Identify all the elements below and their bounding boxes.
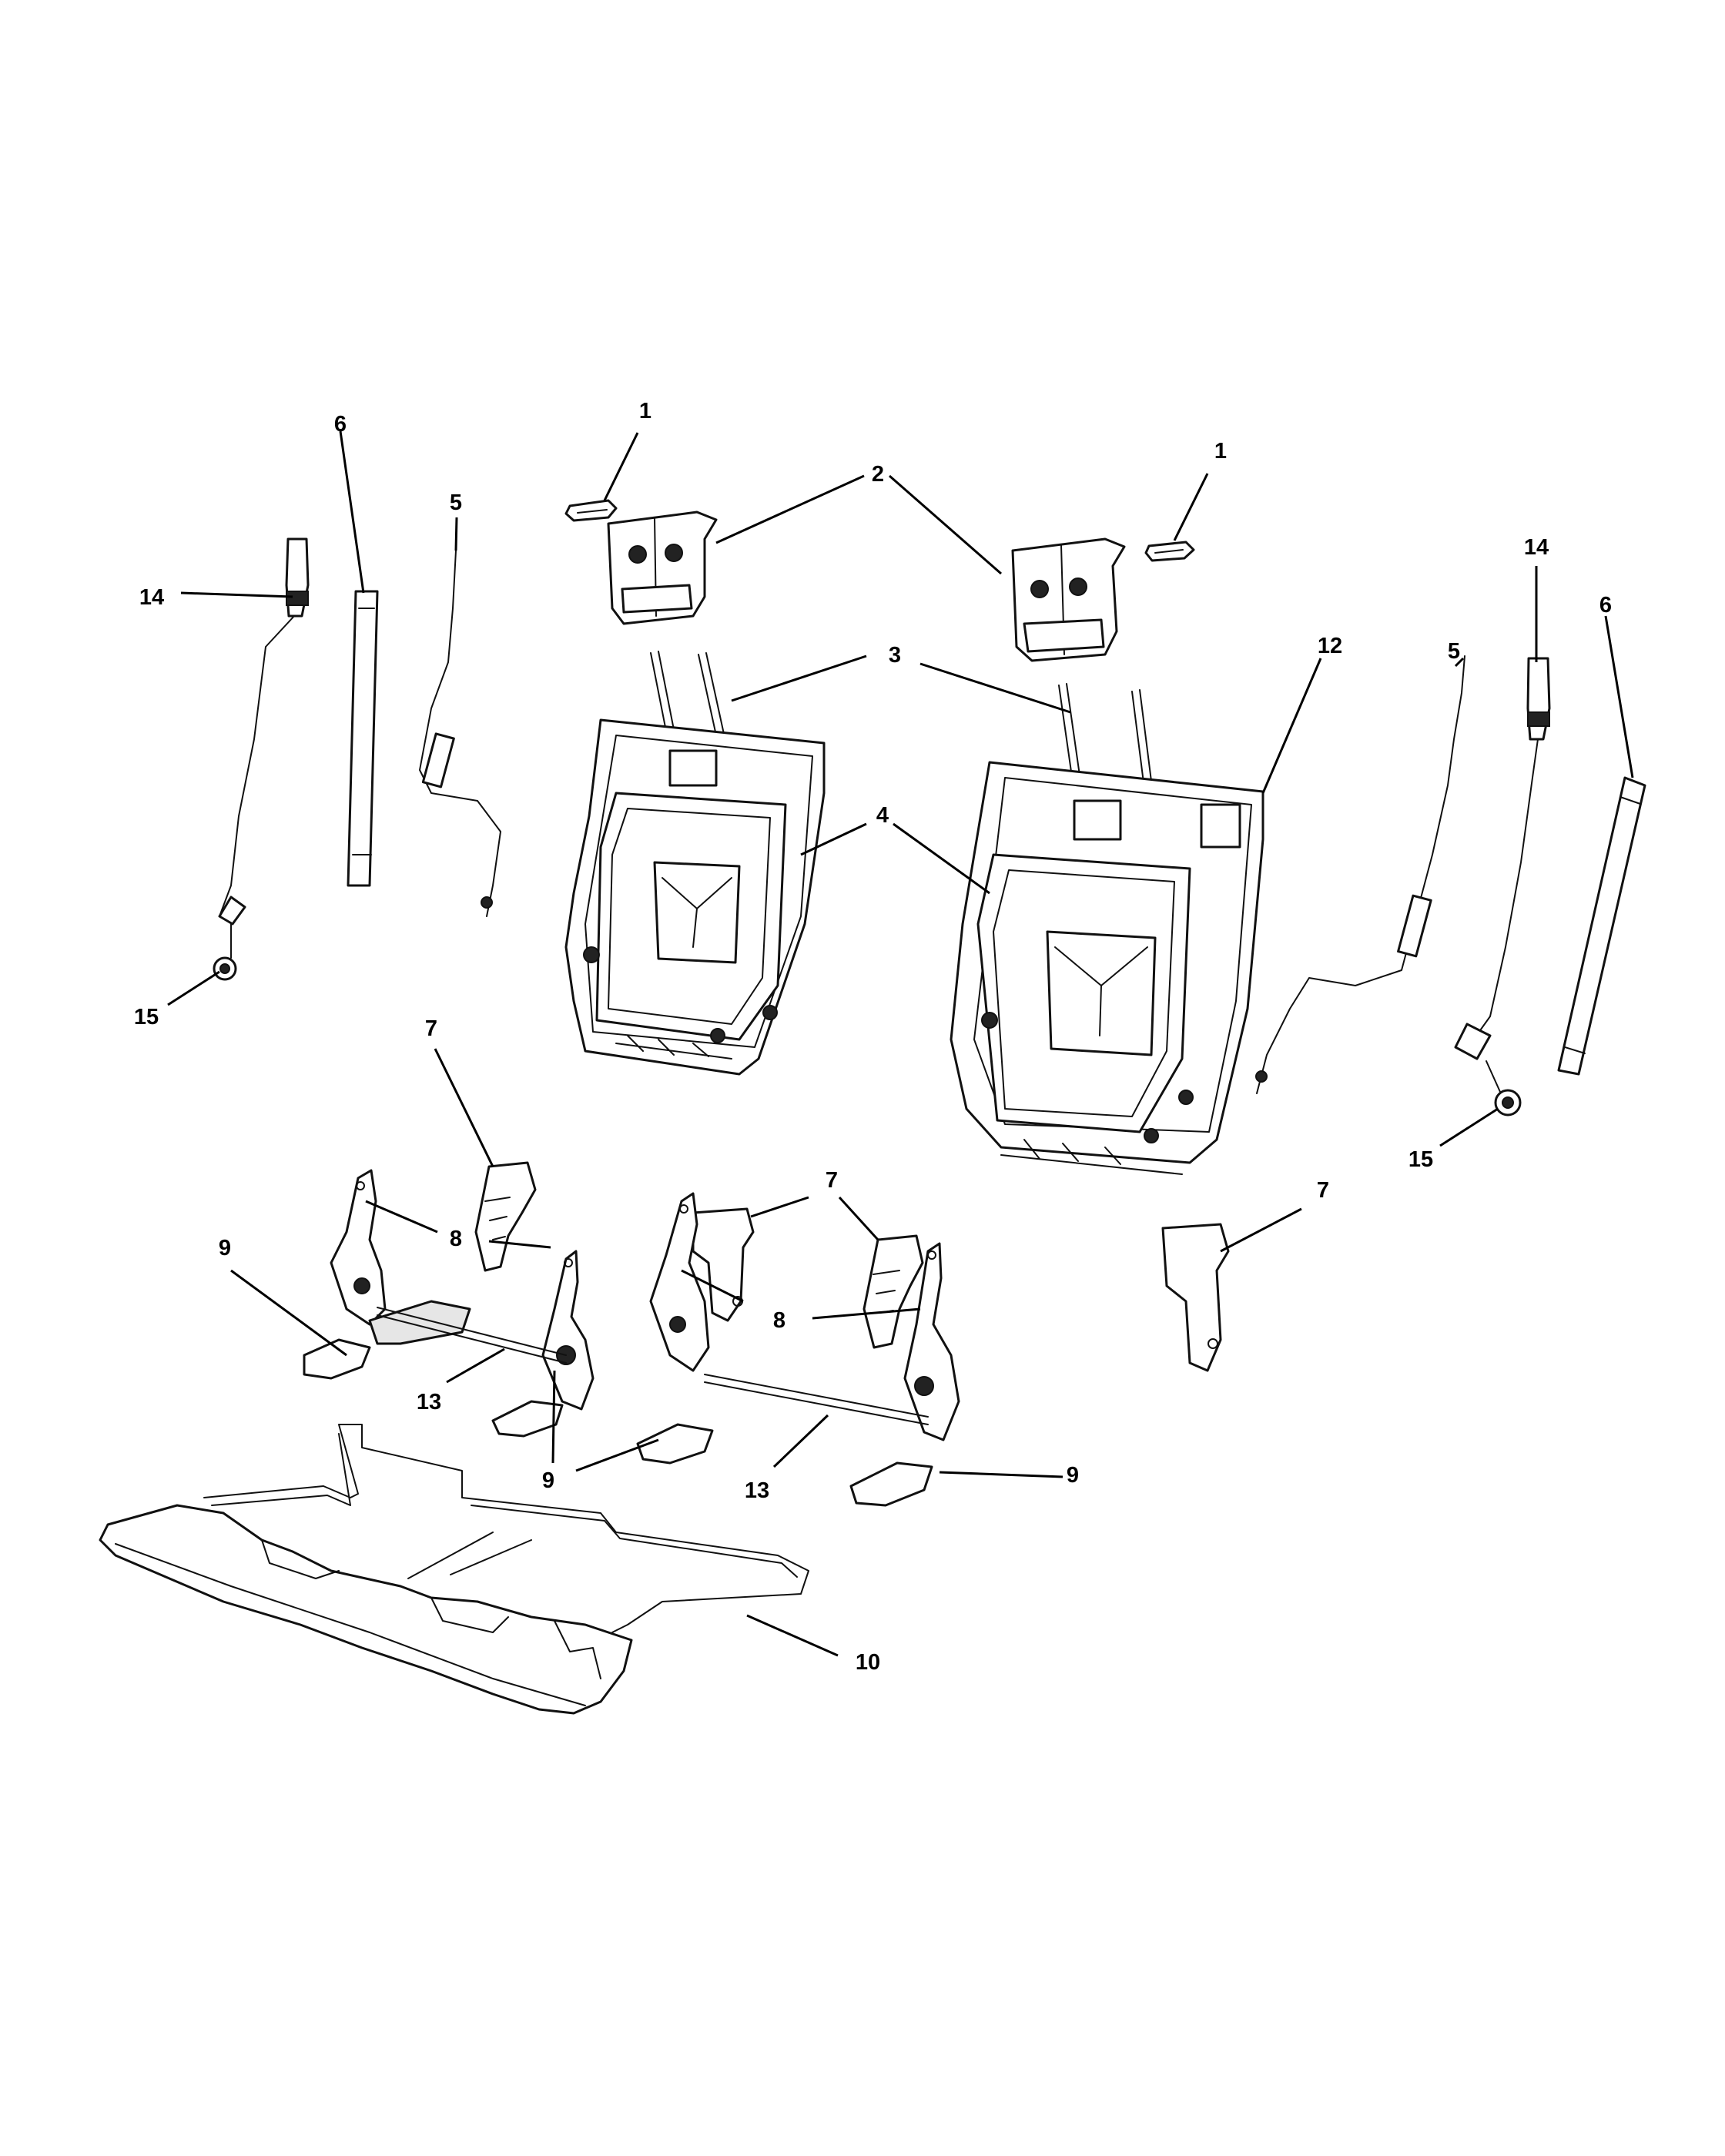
- seat-back-frame-left: [564, 718, 826, 1076]
- part-1-clip-left: [564, 499, 618, 522]
- callout-1-right: 1: [1214, 439, 1227, 464]
- callout-2: 2: [872, 462, 884, 487]
- callout-7-b: 7: [826, 1168, 838, 1193]
- callout-13-right: 13: [745, 1478, 769, 1503]
- part-2-headrest-guide-right: [1011, 537, 1126, 662]
- leader-lines: [167, 430, 1634, 1657]
- callout-9-right: 9: [1067, 1463, 1079, 1488]
- part-10-seat-cushion-frame: [99, 1424, 809, 1715]
- callout-9-left: 9: [219, 1236, 231, 1260]
- part-7-bracket-c: [862, 1234, 924, 1349]
- part-7-bracket-a: [474, 1161, 537, 1272]
- part-8-hinge-right-inner: [903, 1242, 960, 1441]
- callout-4: 4: [876, 803, 889, 828]
- callout-9-middle: 9: [542, 1468, 554, 1493]
- callout-6-right: 6: [1599, 593, 1612, 618]
- callout-3: 3: [889, 643, 901, 668]
- callout-12: 12: [1318, 634, 1342, 658]
- callout-7-c: 7: [1317, 1178, 1329, 1203]
- part-9-mount-right-outer: [636, 1423, 714, 1465]
- callout-15-right: 15: [1408, 1147, 1433, 1172]
- callout-8-left: 8: [450, 1227, 462, 1251]
- part-5-cable-left: [419, 550, 501, 917]
- part-7-bracket-b: [692, 1207, 755, 1322]
- callout-1-left: 1: [639, 399, 651, 424]
- part-1-clip-right: [1144, 541, 1195, 562]
- seat-back-frame-right: [950, 761, 1264, 1175]
- callout-8-right: 8: [773, 1308, 785, 1333]
- callout-13-left: 13: [417, 1390, 441, 1414]
- part-14-buckle-right: [1454, 657, 1551, 1060]
- callout-10: 10: [856, 1650, 880, 1675]
- callout-5-right: 5: [1448, 639, 1460, 664]
- part-8-hinge-left-inner: [541, 1250, 595, 1411]
- part-13-rod-left: [377, 1307, 567, 1364]
- part-6-strip-left: [347, 590, 379, 887]
- part-13-rod-right: [704, 1374, 929, 1425]
- callout-5-left: 5: [450, 490, 462, 515]
- callout-7-a: 7: [425, 1016, 437, 1041]
- callout-14-right: 14: [1524, 535, 1549, 560]
- callout-15-left: 15: [134, 1005, 159, 1029]
- part-8-hinge-right-outer: [649, 1192, 710, 1372]
- callout-14-left: 14: [139, 585, 164, 610]
- part-9-mount-left-inner: [491, 1400, 564, 1438]
- part-15-anchor-right: [1486, 1060, 1522, 1116]
- callout-6-left: 6: [334, 412, 347, 437]
- part-15-anchor-left: [213, 923, 237, 981]
- part-2-headrest-guide-left: [607, 511, 718, 625]
- part-6-strip-right: [1557, 776, 1646, 1076]
- part-9-mount-right-inner: [849, 1461, 933, 1507]
- part-5-cable-right: [1255, 655, 1465, 1094]
- part-8-hinge-left-outer: [330, 1169, 387, 1326]
- callout-labels: 1 1 2 3 4 5 5 6 6 7 7 7 8 8 9 9 9 10 12 …: [134, 399, 1612, 1675]
- part-7-bracket-d: [1161, 1223, 1230, 1372]
- part-9-mount-left: [303, 1300, 471, 1380]
